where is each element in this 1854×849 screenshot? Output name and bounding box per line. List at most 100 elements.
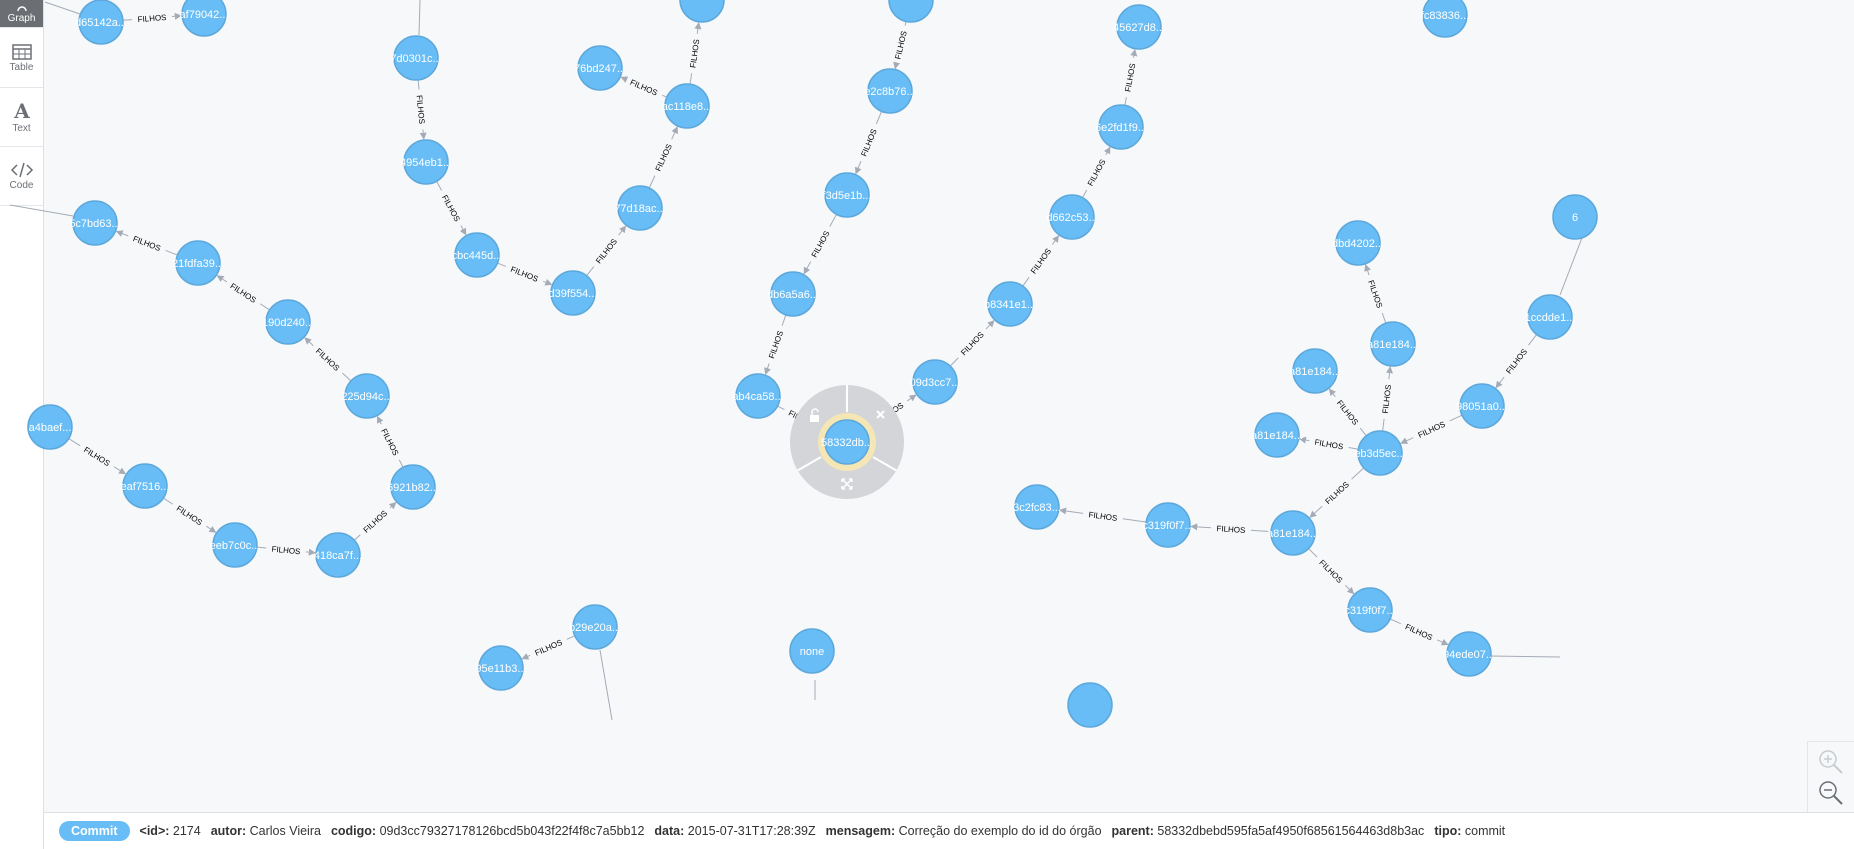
graph-node[interactable]: 6921b82...	[387, 464, 439, 510]
relationship-edge[interactable]: FILHOS	[893, 21, 909, 70]
graph-node[interactable]: 7d0301c...	[390, 35, 442, 81]
sidebar-item-table[interactable]: Table	[0, 29, 43, 88]
graph-node[interactable]: dbd4202...	[1332, 220, 1384, 266]
zoom-in-button[interactable]	[1817, 748, 1845, 776]
relationship-edge[interactable]: FILHOS	[376, 415, 404, 468]
graph-node[interactable]: e2c8b76...	[864, 68, 916, 114]
relationship-edge[interactable]: FILHOS	[764, 314, 787, 375]
relationship-edge[interactable]: FILHOS	[115, 230, 178, 256]
graph-node[interactable]: d65142a...	[75, 0, 127, 45]
sidebar-item-text[interactable]: A Text	[0, 88, 43, 147]
graph-node[interactable]: fc83836...	[1421, 0, 1469, 38]
graph-node[interactable]: a81e184...	[1251, 412, 1303, 458]
graph-node[interactable]: 3c2fc83...	[1013, 484, 1061, 530]
relationship-edge[interactable]: FILHOS	[216, 275, 270, 311]
graph-node[interactable]	[1067, 682, 1113, 728]
graph-node[interactable]: 225d94c...	[341, 373, 393, 419]
graph-node[interactable]: c319f0f7...	[1344, 587, 1396, 633]
graph-node[interactable]: f3d5e1b...	[823, 172, 872, 218]
relationship-edge[interactable]: FILHOS	[1298, 436, 1359, 452]
relationship-edge[interactable]: FILHOS	[1309, 467, 1365, 518]
graph-node[interactable]: ab4ca58...	[732, 373, 784, 419]
graph-node[interactable]: af79042...	[180, 0, 229, 37]
relationship-edge[interactable]: FILHOS	[949, 320, 995, 367]
relationship-edge[interactable]: FILHOS	[1328, 388, 1367, 437]
graph-node-selected[interactable]: 58332db...	[821, 419, 873, 465]
unlock-icon[interactable]	[810, 408, 819, 422]
relationship-edge[interactable]: FILHOS	[1190, 523, 1272, 535]
graph-node[interactable]: a81e184...	[1267, 510, 1319, 556]
relationship-edge[interactable]: FILHOS	[688, 22, 701, 85]
relationship-edge[interactable]	[418, 0, 421, 36]
graph-node[interactable]: a81e184...	[1289, 348, 1341, 394]
graph-node[interactable]: 190d240...	[262, 299, 314, 345]
relationship-edge[interactable]: FILHOS	[1389, 618, 1449, 646]
graph-node[interactable]: d662c53...	[1046, 194, 1098, 240]
graph-node[interactable]: 1ccdde1...	[1525, 294, 1576, 340]
relationship-edge[interactable]: FILHOS	[1308, 548, 1355, 595]
relationship-edge[interactable]: FILHOS	[1364, 264, 1387, 324]
graph-node[interactable]: 21fdfa39...	[172, 240, 224, 286]
graph-node[interactable]: 77d18ac...	[614, 185, 666, 231]
sidebar-item-graph[interactable]: Graph	[0, 0, 43, 28]
graph-node[interactable]: none	[789, 628, 835, 674]
zoom-out-button[interactable]	[1817, 779, 1845, 807]
graph-node[interactable]: eb3d5ec...	[1354, 430, 1406, 476]
graph-node[interactable]: b29e20a...	[569, 604, 621, 650]
graph-node[interactable]: 94ede07...	[1443, 631, 1495, 677]
relationship-edge[interactable]: FILHOS	[648, 126, 678, 189]
graph-node[interactable]: c319f0f7...	[1142, 502, 1194, 548]
graph-node[interactable]: a4baef...	[27, 404, 73, 450]
relationship-edge[interactable]: FILHOS	[415, 79, 427, 140]
graph-svg[interactable]: FILHOSFILHOSFILHOSFILHOSFILHOSFILHOSFILH…	[9, 0, 1854, 812]
close-icon[interactable]	[876, 410, 885, 419]
sidebar-item-code[interactable]: Code	[0, 147, 43, 206]
graph-node[interactable]: eaf7516...	[121, 463, 170, 509]
relationship-edge[interactable]: FILHOS	[497, 262, 553, 286]
graph-node[interactable]: 6	[1552, 194, 1598, 240]
relationship-edge[interactable]: FILHOS	[163, 497, 217, 533]
relationship-edge[interactable]: FILHOS	[854, 111, 883, 175]
relationship-edge[interactable]: FILHOS	[521, 635, 576, 660]
graph-node[interactable]: d39f554...	[549, 270, 598, 316]
graph-node[interactable]: ac118e8...	[662, 83, 713, 129]
relationship-edge[interactable]	[599, 649, 613, 721]
relationship-edge[interactable]	[1559, 229, 1586, 296]
relationship-edge[interactable]: FILHOS	[304, 337, 352, 382]
relationship-edge[interactable]: FILHOS	[586, 225, 627, 277]
relationship-edge[interactable]: FILHOS	[256, 545, 316, 557]
graph-node[interactable]: 95e11b3...	[475, 645, 527, 691]
graph-node[interactable]: 98051a0...	[1456, 383, 1508, 429]
relationship-edge[interactable]: FILHOS	[353, 501, 397, 541]
relationship-edge[interactable]: FILHOS	[1400, 414, 1463, 444]
relationship-edge[interactable]: FILHOS	[1022, 235, 1060, 287]
relationship-edge[interactable]: FILHOS	[803, 214, 837, 275]
relationship-edge[interactable]: FILHOS	[1082, 146, 1111, 198]
expand-icon[interactable]	[841, 478, 853, 490]
node-label-badge[interactable]: Commit	[59, 821, 130, 841]
graph-node[interactable]: 45627d8...	[1113, 4, 1165, 50]
graph-node[interactable]: 6e2fd1f9...	[1095, 104, 1147, 150]
relationship-edge[interactable]	[9, 204, 74, 217]
graph-node[interactable]: 76bd247...	[574, 45, 626, 91]
graph-node[interactable]: eeb7c0c...	[210, 522, 261, 568]
graph-node[interactable]: 09d3cc7...	[910, 359, 961, 405]
relationship-edge[interactable]: FILHOS	[1059, 507, 1147, 523]
relationship-edge[interactable]: FILHOS	[1381, 366, 1393, 432]
graph-node[interactable]	[888, 0, 934, 23]
relationship-edge[interactable]: FILHOS	[1123, 48, 1137, 106]
graph-node[interactable]: 4954eb1...	[400, 139, 452, 185]
relationship-edge[interactable]: FILHOS	[1495, 334, 1538, 389]
relationship-edge[interactable]: FILHOS	[620, 76, 668, 98]
relationship-edge[interactable]: FILHOS	[436, 181, 467, 236]
graph-node[interactable]: 418ca7f...	[314, 532, 362, 578]
graph-node[interactable]: db6a5a6...	[767, 271, 819, 317]
graph-node[interactable]: 5c7bd63...	[69, 200, 121, 246]
relationship-edge[interactable]: FILHOS	[68, 438, 127, 475]
graph-node[interactable]: a81e184...	[1367, 321, 1419, 367]
relationship-edge[interactable]	[1489, 655, 1561, 658]
graph-node[interactable]	[679, 0, 725, 23]
relationship-edge[interactable]: FILHOS	[122, 12, 182, 24]
relationship-edge[interactable]	[44, 1, 81, 15]
